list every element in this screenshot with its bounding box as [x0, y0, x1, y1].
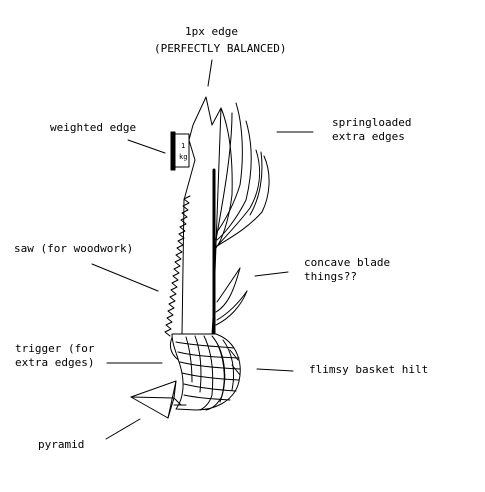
label-extra-edges: extra edges — [332, 130, 405, 143]
label-concave-things: things?? — [304, 270, 357, 283]
leader-lines — [91, 59, 314, 440]
leader-saw — [91, 263, 159, 292]
springloaded-extra-edges — [215, 102, 270, 249]
label-trigger: trigger (for — [15, 342, 95, 355]
label-trigger-extra-edges: extra edges) — [15, 356, 95, 369]
leader-pyramid — [105, 418, 141, 440]
label-pyramid: pyramid — [38, 438, 85, 451]
label-basket-hilt: flimsy basket hilt — [309, 363, 429, 376]
weight-mark-bottom: kg — [179, 153, 187, 161]
flimsy-basket-hilt — [171, 333, 241, 411]
label-perfectly-balanced: (PERFECTLY BALANCED) — [154, 42, 287, 55]
leader-weighted — [127, 139, 166, 154]
label-concave-blade: concave blade — [304, 256, 391, 269]
weighted-edge-block: 1 kg — [170, 131, 190, 171]
saw-teeth — [164, 195, 191, 337]
main-blade — [181, 96, 222, 337]
label-springloaded: springloaded — [332, 116, 412, 129]
label-weighted-edge: weighted edge — [50, 121, 137, 134]
label-saw: saw (for woodwork) — [14, 242, 134, 255]
concave-blade-things — [215, 267, 248, 326]
label-1px-edge: 1px edge — [185, 25, 238, 38]
leader-edge-top — [207, 59, 213, 87]
pyramid-pommel — [130, 380, 187, 419]
leader-concave — [254, 271, 289, 277]
weight-mark-top: 1 — [181, 142, 185, 150]
leader-basket — [256, 368, 294, 372]
